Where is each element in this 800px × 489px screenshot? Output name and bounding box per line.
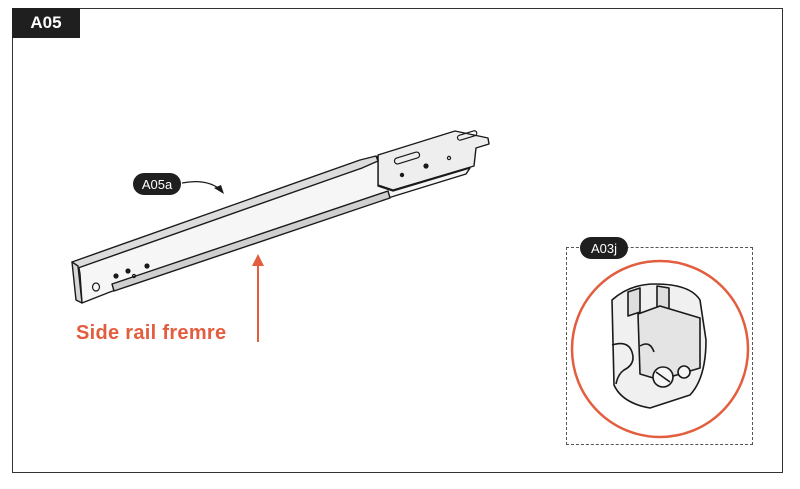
step-frame <box>12 8 783 473</box>
clip-part-label: A03j <box>580 237 628 259</box>
a05a-leader-arrowhead <box>214 185 224 194</box>
a05a-leader-arrow <box>181 180 223 192</box>
side-rail-caption: Side rail fremre <box>76 322 227 344</box>
rail-holes <box>91 130 478 292</box>
detail-circle <box>570 259 750 439</box>
side-rail-arrowhead <box>252 254 264 266</box>
side-rail-drawing <box>71 130 490 304</box>
clip-detail-box <box>566 247 753 445</box>
rail-part-label: A05a <box>133 173 181 195</box>
step-code-badge: A05 <box>12 8 80 38</box>
clip-part-drawing <box>611 283 707 409</box>
